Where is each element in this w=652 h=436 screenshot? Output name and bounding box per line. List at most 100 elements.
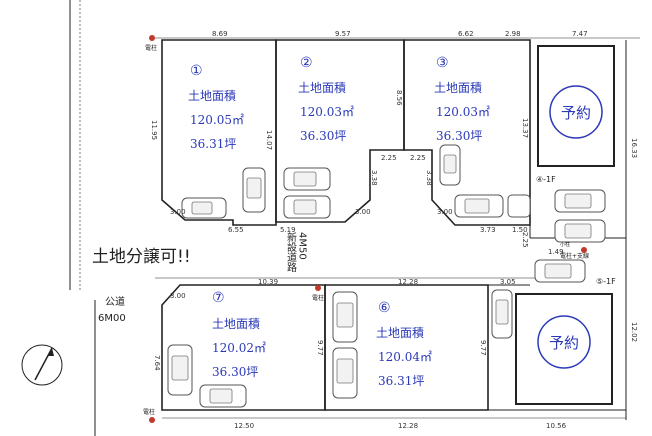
car-lot3-a	[439, 144, 461, 186]
svg-text:36.30坪: 36.30坪	[436, 129, 482, 143]
svg-text:公道: 公道	[105, 295, 125, 308]
lot-6-label: ⑥ 土地面積 120.04㎡ 36.31坪	[376, 300, 432, 388]
dim-lot7-top: 10.39	[258, 278, 278, 286]
car-lot5-a	[491, 289, 513, 339]
dim-lot3-corner: 3.00	[437, 208, 453, 216]
dim-lot1-corner: 3.00	[170, 208, 186, 216]
dim-top-1: 8.69	[212, 30, 228, 38]
dim-lot2-bottom: 5.19	[280, 226, 296, 234]
car-lot1-b	[242, 167, 266, 213]
lot-2-label: ② 土地面積 120.03㎡ 36.30坪	[298, 55, 354, 143]
public-road-label: 公道 6M00	[98, 295, 126, 324]
car-lot7-b	[199, 384, 247, 408]
lot-1-label: ① 土地面積 120.05㎡ 36.31坪	[188, 63, 244, 151]
car-lot6-b	[332, 347, 358, 399]
svg-text:120.03㎡: 120.03㎡	[300, 105, 354, 119]
reserved-stamp-lot5: 予約	[537, 315, 591, 369]
dim-lot12-mid: 14.07	[265, 130, 273, 150]
car-lot3-c	[507, 194, 531, 218]
svg-text:電柱: 電柱	[145, 44, 157, 52]
utility-pole-bottom: 電柱	[143, 408, 155, 423]
utility-pole-mid: 電柱	[312, 285, 324, 302]
car-lot2-a	[283, 167, 331, 191]
svg-text:36.30坪: 36.30坪	[212, 365, 258, 379]
north-arrow-icon	[21, 344, 63, 386]
svg-text:⑦: ⑦	[212, 290, 225, 306]
dim-lot1-left: 11.95	[150, 120, 158, 140]
car-lot6-a	[332, 291, 358, 343]
dim-lot65-mid: 9.77	[479, 340, 487, 356]
dim-lot76-mid: 9.77	[316, 340, 324, 356]
lot-4-building	[537, 45, 615, 167]
dim-lot1-bottom: 6.55	[228, 226, 244, 234]
svg-text:予約: 予約	[549, 334, 579, 352]
car-lot3-b	[454, 194, 504, 218]
car-right-a	[554, 189, 606, 213]
dim-notch-right: 2.25	[410, 154, 426, 162]
svg-text:36.31坪: 36.31坪	[190, 137, 236, 151]
dim-lot5-top: 3.05	[500, 278, 516, 286]
dim-lot7-corner: 3.00	[170, 292, 186, 300]
svg-text:①: ①	[190, 63, 203, 79]
svg-text:新設道路: 新設道路	[285, 231, 297, 273]
dim-far-right: 16.33	[630, 138, 638, 158]
dim-bottom-3: 10.56	[546, 422, 567, 430]
svg-text:③: ③	[436, 55, 449, 71]
dim-lot2-corner: 3.00	[355, 208, 371, 216]
dim-notch-right-v: 3.38	[425, 170, 433, 186]
dim-notch-left: 2.25	[381, 154, 397, 162]
dim-right-v-small: 2.25	[521, 232, 529, 248]
svg-text:120.02㎡: 120.02㎡	[212, 341, 266, 355]
svg-text:②: ②	[300, 55, 313, 71]
svg-text:⑥: ⑥	[378, 300, 391, 316]
dim-lot4-right: 13.37	[521, 118, 529, 138]
dim-top-3: 6.62	[458, 30, 474, 38]
dim-top-5: 7.47	[572, 30, 588, 38]
dim-right-small-h: 1.49	[548, 248, 564, 256]
svg-text:土地面積: 土地面積	[376, 325, 424, 340]
svg-text:電柱: 電柱	[143, 408, 155, 416]
dim-lot23-mid: 8.56	[395, 90, 403, 106]
svg-text:予約: 予約	[561, 104, 591, 122]
car-lot2-b	[283, 195, 331, 219]
lot-3-label: ③ 土地面積 120.03㎡ 36.30坪	[434, 55, 490, 143]
lot-5-building	[515, 293, 613, 405]
car-right-b	[554, 219, 606, 243]
svg-text:電柱: 電柱	[312, 294, 324, 302]
dim-top-2: 9.57	[335, 30, 351, 38]
svg-text:120.03㎡: 120.03㎡	[436, 105, 490, 119]
lot-4-tag: ④-1F	[536, 175, 556, 184]
car-lot7-a	[167, 344, 193, 396]
reserved-stamp-lot4: 予約	[549, 85, 603, 139]
svg-text:土地面積: 土地面積	[212, 316, 260, 331]
dim-lot6-top: 12.28	[398, 278, 418, 286]
svg-text:小柱: 小柱	[560, 241, 570, 248]
dim-bottom-2: 12.28	[398, 422, 418, 430]
svg-text:電柱+支線: 電柱+支線	[560, 252, 589, 260]
dim-right-lower: 12.02	[630, 322, 638, 342]
svg-text:6M00: 6M00	[98, 313, 126, 324]
car-right-c	[534, 259, 586, 283]
subdivision-note: 土地分譲可!!	[92, 247, 191, 267]
dim-notch-left-v: 3.38	[370, 170, 378, 186]
lot-5-tag: ⑤-1F	[596, 277, 616, 286]
svg-text:4M50: 4M50	[297, 232, 308, 260]
svg-text:土地面積: 土地面積	[434, 80, 482, 95]
new-road-label: 新設道路 4M50	[285, 231, 308, 273]
dim-lot3-right-small: 1.50	[512, 226, 528, 234]
svg-text:120.04㎡: 120.04㎡	[378, 350, 432, 364]
svg-text:土地面積: 土地面積	[298, 80, 346, 95]
dim-top-4: 2.98	[505, 30, 521, 38]
svg-text:120.05㎡: 120.05㎡	[190, 113, 244, 127]
utility-pole-right: 電柱+支線 小柱	[560, 241, 589, 260]
lot-7-outline	[161, 284, 326, 411]
dim-lot7-left: 7.64	[153, 355, 161, 371]
lot-7-label: ⑦ 土地面積 120.02㎡ 36.30坪	[212, 290, 266, 379]
svg-text:土地面積: 土地面積	[188, 88, 236, 103]
svg-text:36.31坪: 36.31坪	[378, 374, 424, 388]
car-lot1-a	[181, 197, 227, 219]
dim-bottom-1: 12.50	[234, 422, 254, 430]
svg-text:36.30坪: 36.30坪	[300, 129, 346, 143]
utility-pole-top: 電柱	[145, 35, 157, 52]
